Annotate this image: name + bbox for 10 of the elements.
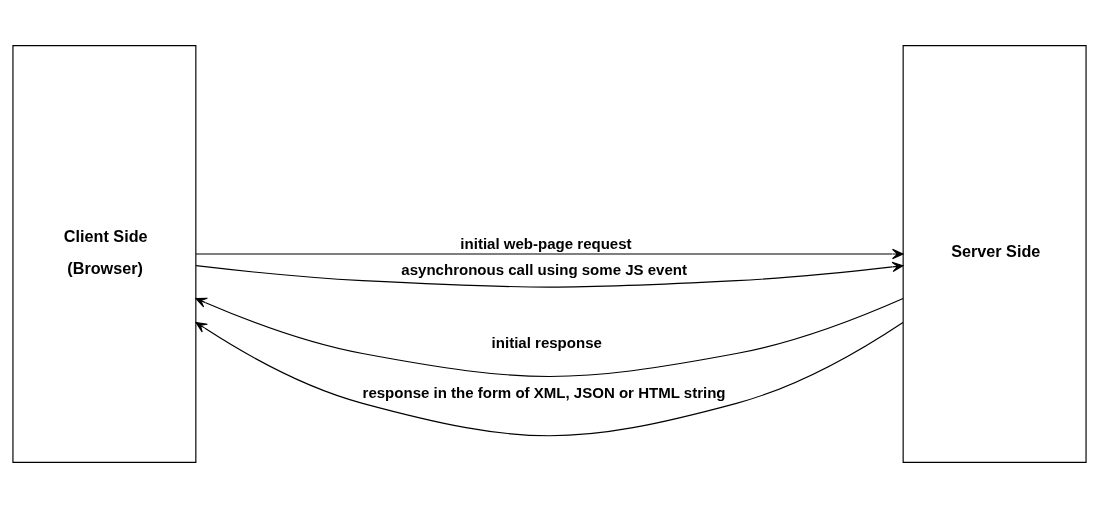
arrow (195, 261, 904, 288)
edge-label: initial response (491, 334, 602, 352)
arrow (195, 248, 904, 260)
edge-label: initial web-page request (460, 234, 632, 252)
arrow (195, 321, 904, 437)
edge-label: asynchronous call using some JS event (401, 261, 688, 279)
node-box: Server Side (902, 45, 1087, 463)
arrow (195, 297, 904, 378)
edge-label: response in the form of XML, JSON or HTML string (362, 384, 726, 402)
node-box: Client Side (Browser) (12, 45, 197, 463)
